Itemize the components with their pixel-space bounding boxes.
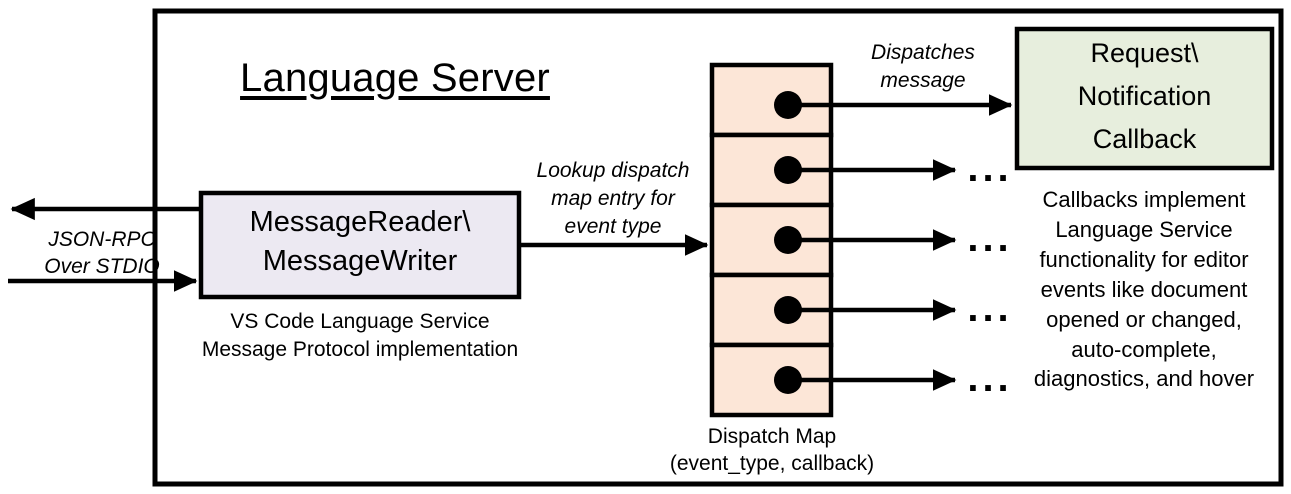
dispatch-row-5-ellipsis: ... xyxy=(967,356,1013,400)
dispatches-label-line1: Dispatches xyxy=(871,41,975,64)
dispatch-row-4-dot xyxy=(774,296,802,324)
dispatch-row-2-dot xyxy=(774,156,802,184)
message-writer-label: MessageWriter xyxy=(262,245,458,277)
page-title: Language Server xyxy=(240,56,550,100)
jsonrpc-label-line2: Over STDIO xyxy=(44,255,160,278)
callback-box-line1: Request\ xyxy=(1090,38,1199,68)
dispatch-row-3-dot xyxy=(774,226,802,254)
dispatch-row-5-dot xyxy=(774,366,802,394)
dispatch-row-3-ellipsis: ... xyxy=(967,216,1013,260)
dispatch-row-1-dot xyxy=(774,91,802,119)
dispatch-map-caption-line2: (event_type, callback) xyxy=(669,452,875,475)
jsonrpc-label-line1: JSON-RPC xyxy=(48,228,156,251)
message-reader-label: MessageReader\ xyxy=(249,206,471,238)
callback-box-caption: Callbacks implement Language Service fun… xyxy=(1033,187,1255,392)
lookup-label-line2: map entry for xyxy=(551,187,675,210)
dispatches-label-line2: message xyxy=(880,69,966,92)
message-reader-caption-line1: VS Code Language Service xyxy=(230,310,490,333)
lookup-label-line3: event type xyxy=(564,215,662,238)
message-reader-caption-line2: Message Protocol implementation xyxy=(201,338,519,361)
dispatch-map-row-1 xyxy=(709,62,834,138)
message-reader-writer-box xyxy=(198,190,522,300)
dispatch-map-caption-line1: Dispatch Map xyxy=(707,425,837,448)
dispatch-map-table xyxy=(709,62,834,418)
callback-box-line2: Notification xyxy=(1077,81,1212,111)
language-server-container xyxy=(152,8,1284,487)
lookup-label-line1: Lookup dispatch xyxy=(536,159,690,182)
dispatch-row-4-ellipsis: ... xyxy=(967,286,1013,330)
request-notification-callback-box xyxy=(1014,26,1275,171)
dispatch-row-2-ellipsis: ... xyxy=(967,146,1013,190)
callback-box-line3: Callback xyxy=(1092,124,1197,154)
